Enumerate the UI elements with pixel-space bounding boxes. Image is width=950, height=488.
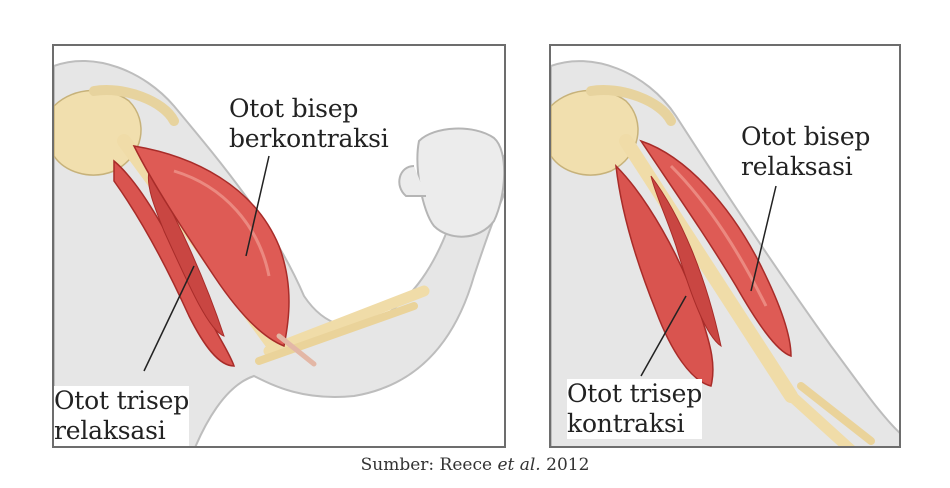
biceps-muscle xyxy=(132,145,290,348)
triceps-label-line1: Otot trisep xyxy=(567,379,703,408)
radius-bone xyxy=(780,385,855,446)
biceps-leader-line xyxy=(750,185,777,292)
triceps-relaxed-label: Otot trisep relaksasi xyxy=(54,386,189,446)
biceps-tendon xyxy=(276,333,317,367)
triceps-muscle xyxy=(615,163,714,387)
triceps-contracted-label: Otot trisep kontraksi xyxy=(567,379,702,439)
biceps-leader-line xyxy=(245,155,270,257)
biceps-label-line1: Otot bisep xyxy=(229,94,359,123)
flexed-arm-illustration xyxy=(54,60,504,446)
extended-arm-illustration xyxy=(551,60,899,446)
right-panel-extended-arm: Otot bisep relaksasi Otot trisep kontrak… xyxy=(549,44,901,448)
fist xyxy=(416,127,504,238)
source-caption: Sumber: Reece et al. 2012 xyxy=(0,455,950,475)
biceps-muscle-highlight xyxy=(669,164,768,307)
biceps-label-line1: Otot bisep xyxy=(741,122,871,151)
radius-bone xyxy=(263,285,430,357)
triceps-leader-line xyxy=(640,295,687,377)
clavicle-bone xyxy=(586,85,676,126)
caption-italic: et al. xyxy=(497,455,541,475)
biceps-contracted-label: Otot bisep berkontraksi xyxy=(229,94,389,154)
triceps-label-line2: relaksasi xyxy=(54,416,166,445)
triceps-muscle-lower xyxy=(650,175,722,348)
biceps-label-line2: relaksasi xyxy=(741,152,853,181)
caption-suffix: 2012 xyxy=(540,455,590,475)
ulna-bone xyxy=(255,302,418,365)
caption-prefix: Sumber: Reece xyxy=(360,455,498,475)
biceps-muscle-highlight xyxy=(173,169,271,277)
thumb xyxy=(398,165,426,197)
ulna-bone xyxy=(797,382,875,445)
left-panel-flexed-arm: Otot bisep berkontraksi Otot trisep rela… xyxy=(52,44,506,448)
triceps-label-line1: Otot trisep xyxy=(54,386,190,415)
biceps-label-line2: berkontraksi xyxy=(229,124,389,153)
biceps-relaxed-label: Otot bisep relaksasi xyxy=(741,122,870,182)
triceps-label-line2: kontraksi xyxy=(567,409,685,438)
biceps-muscle xyxy=(639,139,792,358)
clavicle-bone xyxy=(89,85,179,126)
triceps-muscle-lower xyxy=(147,169,225,337)
triceps-leader-line xyxy=(143,265,195,372)
